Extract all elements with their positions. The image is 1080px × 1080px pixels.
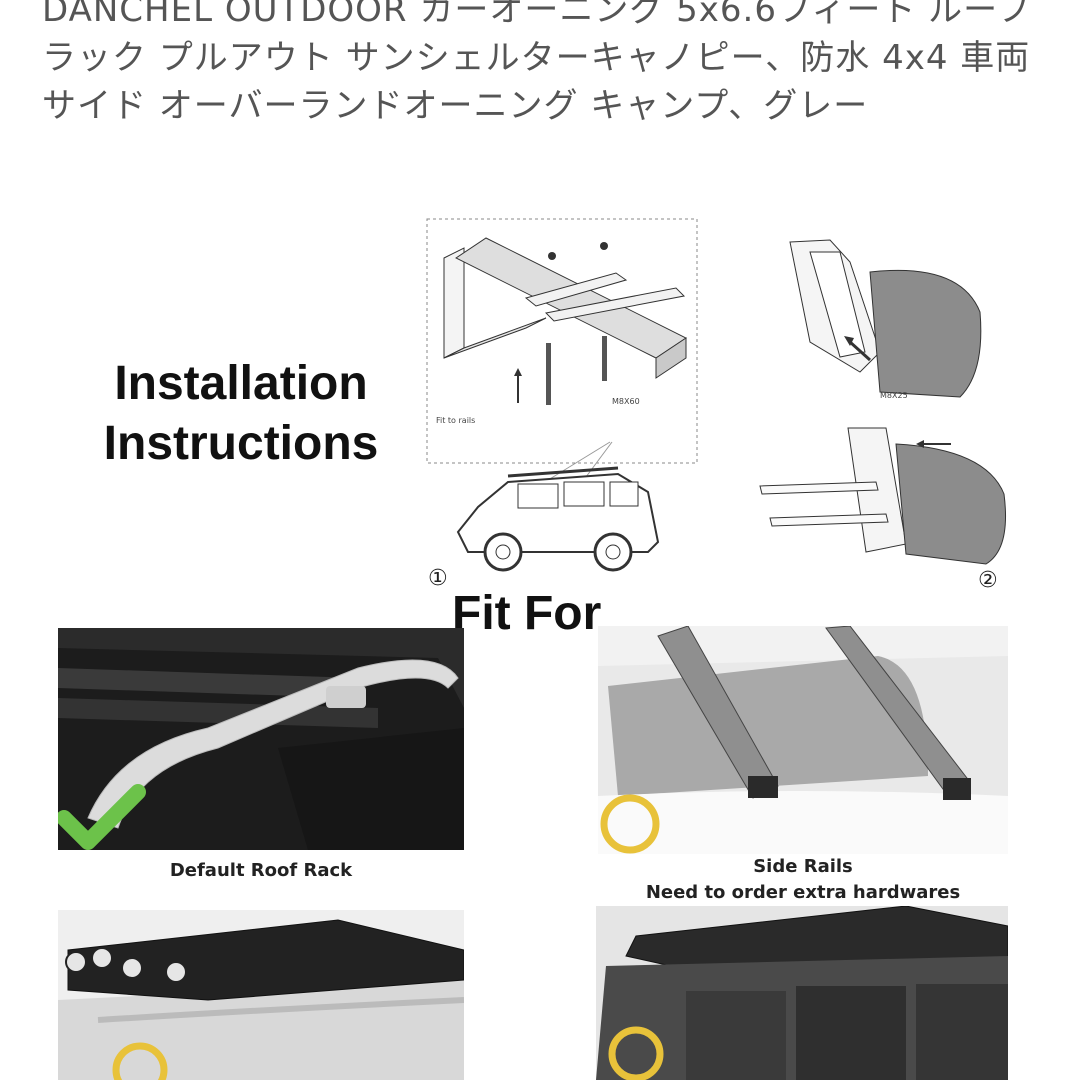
step-1-label: ① xyxy=(428,566,448,591)
product-title: DANCHEL OUTDOOR カーオーニング 5x6.6フィート ルーフラック… xyxy=(42,0,1032,126)
awning-mount-diagram-1: M8X25 xyxy=(789,239,982,400)
basket-rack-photo xyxy=(58,910,464,1080)
default-roof-rack-caption: Default Roof Rack xyxy=(169,860,353,881)
fit-for-heading: Fit For xyxy=(452,587,602,640)
side-rails-caption-line1: Side Rails xyxy=(753,856,853,877)
side-rails-photo xyxy=(598,626,1008,854)
fit-to-rails-label: Fit to rails xyxy=(436,416,475,425)
car-diagram xyxy=(456,466,660,572)
default-roof-rack-photo xyxy=(58,628,464,850)
yellow-circle-icon xyxy=(600,794,660,854)
bracket-detail-diagram: M8X60 Fit to rails xyxy=(426,218,698,464)
check-icon xyxy=(58,784,146,850)
installation-heading: Installation Instructions xyxy=(66,354,416,474)
yellow-circle-icon xyxy=(608,1026,664,1080)
step-2-label: ② xyxy=(978,568,998,593)
yellow-circle-icon xyxy=(112,1042,168,1080)
side-rails-caption: Side Rails Need to order extra hardwares xyxy=(598,854,1008,906)
side-rails-caption-line2: Need to order extra hardwares xyxy=(645,882,961,903)
bolt-side-label: M8X25 xyxy=(880,391,908,400)
platform-rack-photo xyxy=(596,906,1008,1080)
installation-heading-line1: Installation xyxy=(114,357,368,410)
awning-mount-diagram-2 xyxy=(759,427,1007,565)
installation-heading-line2: Instructions xyxy=(103,417,379,470)
bolt-main-label: M8X60 xyxy=(612,397,640,406)
